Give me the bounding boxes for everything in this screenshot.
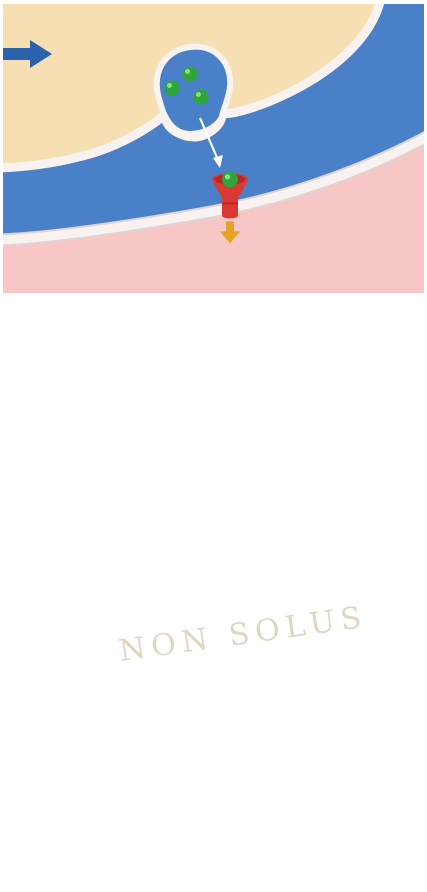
receptor-body — [337, 427, 373, 472]
synaptic-cleft — [0, 301, 427, 539]
signal-arrow-icon — [220, 820, 240, 842]
neurotransmitter-icon — [165, 81, 180, 96]
postsynaptic-membrane — [0, 736, 427, 839]
blocker-icon — [346, 699, 365, 727]
receptor-body — [87, 495, 123, 540]
receptor-opening — [215, 773, 245, 783]
neurotransmitter-icon — [194, 689, 209, 704]
synapse-panel-2 — [0, 301, 427, 593]
neurotransmitter-highlight — [225, 473, 230, 478]
release-arrow-icon — [200, 417, 218, 459]
neurotransmitter-highlight — [185, 668, 190, 673]
neurotransmitter-highlight — [196, 691, 201, 696]
postsynaptic-membrane-edge — [0, 436, 427, 539]
neurotransmitter-icon — [183, 67, 198, 82]
neurotransmitter-highlight — [167, 83, 172, 88]
neurotransmitter-highlight — [196, 391, 201, 396]
neurotransmitter-icon — [183, 366, 198, 381]
neurotransmitter-highlight — [225, 174, 230, 179]
receptor-opening — [215, 473, 245, 483]
release-arrowhead-icon — [213, 454, 223, 467]
neurotransmitter-icon — [194, 90, 209, 105]
receptor-icon — [337, 699, 373, 797]
bound-neurotransmitter-icon — [222, 470, 238, 486]
presynaptic-terminal — [0, 301, 380, 467]
presynaptic-membrane — [0, 301, 380, 467]
release-arrowhead-icon — [213, 754, 223, 767]
receptor-icon — [212, 770, 248, 842]
receptor-icon — [337, 427, 373, 472]
receptor-icon — [212, 470, 248, 542]
panel-separator — [0, 593, 427, 601]
bound-neurotransmitter-icon — [222, 171, 238, 187]
receptor-body — [212, 772, 248, 817]
neurotransmitter-icon — [165, 380, 180, 395]
receptor-body — [337, 727, 373, 772]
neurotransmitter-icon — [194, 389, 209, 404]
neurotransmitter-highlight — [185, 368, 190, 373]
panel-separator — [0, 293, 427, 301]
neurotransmitter-highlight — [225, 773, 230, 778]
receptor-opening — [340, 728, 370, 738]
neurotransmitter-highlight — [196, 92, 201, 97]
neurotransmitter-icon — [183, 666, 198, 681]
signal-arrow-icon — [220, 520, 240, 542]
bound-neurotransmitter-icon — [222, 770, 238, 786]
vesicle — [157, 346, 230, 433]
receptor-body — [212, 472, 248, 517]
postsynaptic-region — [0, 301, 427, 593]
signal-arrow-icon — [95, 843, 115, 865]
neurotransmitter-highlight — [167, 382, 172, 387]
blocker-icon — [96, 767, 115, 795]
postsynaptic-membrane — [0, 436, 427, 539]
neurotransmitter-icon — [165, 680, 180, 695]
receptor-icon — [87, 767, 123, 865]
release-arrow-icon — [200, 717, 218, 759]
receptor-body — [87, 795, 123, 840]
synapse-panel-1 — [0, 2, 427, 294]
flow-arrow-out-icon — [398, 648, 427, 660]
receptor-opening — [90, 796, 120, 806]
receptor-opening — [90, 496, 120, 506]
receptor-opening — [340, 428, 370, 438]
neurotransmitter-highlight — [185, 69, 190, 74]
signal-arrow-icon — [345, 775, 365, 797]
receptor-icon — [87, 495, 123, 540]
neurotransmitter-highlight — [167, 682, 172, 687]
postsynaptic-membrane-edge — [0, 736, 427, 839]
watermark-motto: NON SOLUS — [117, 600, 369, 669]
